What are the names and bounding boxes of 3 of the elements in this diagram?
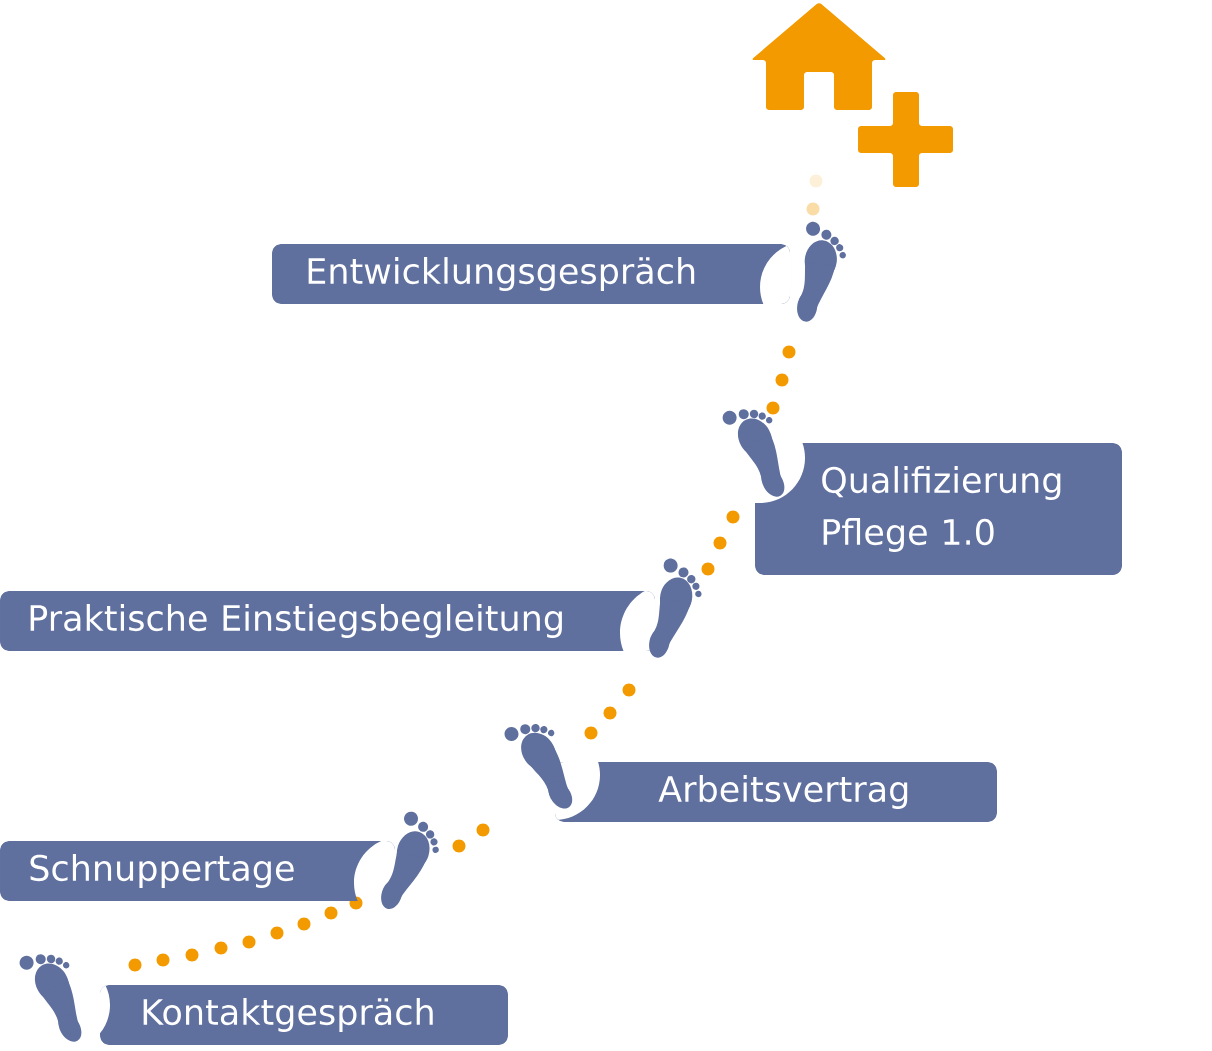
label-bar: Kontaktgespräch xyxy=(100,985,508,1045)
label-bar: Qualifizierung Pflege 1.0 xyxy=(755,443,1122,575)
label-bar: Entwicklungsgespräch xyxy=(272,244,790,304)
